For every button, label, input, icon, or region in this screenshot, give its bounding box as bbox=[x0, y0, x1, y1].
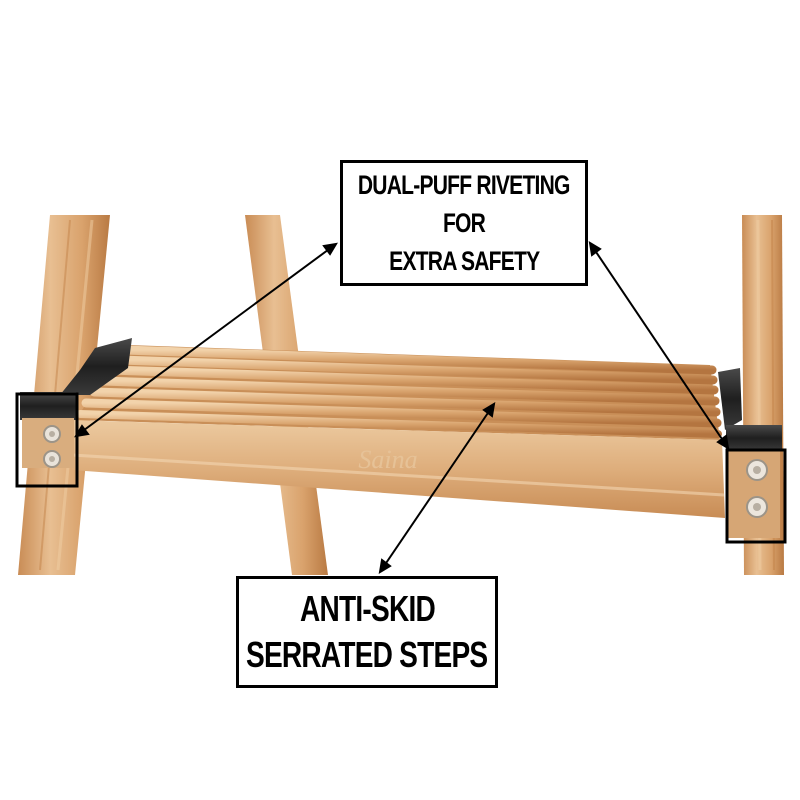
rivet-highlight-box-left bbox=[15, 392, 79, 488]
anti-skid-callout: ANTI-SKID SERRATED STEPS bbox=[236, 576, 498, 688]
rivet-right-top bbox=[746, 459, 768, 481]
rivet-highlight-box-right bbox=[725, 448, 787, 544]
rivet-right-bottom bbox=[746, 496, 768, 518]
arrow-to-left-rivet bbox=[74, 242, 338, 438]
arrow-to-step-surface bbox=[378, 402, 496, 574]
riveting-callout-line-3: EXTRA SAFETY bbox=[388, 246, 540, 276]
arrow-to-right-rivet bbox=[588, 241, 730, 450]
rivet-left-top bbox=[43, 425, 61, 443]
brand-mark: Saina bbox=[358, 445, 417, 474]
rivet-left-bottom bbox=[43, 450, 61, 468]
anti-skid-callout-line-1: ANTI-SKID bbox=[299, 588, 436, 629]
anti-skid-callout-line-2: SERRATED STEPS bbox=[246, 634, 488, 675]
riveting-callout: DUAL-PUFF RIVETING FOR EXTRA SAFETY bbox=[340, 160, 588, 286]
serrated-step-surface bbox=[0, 0, 722, 440]
riveting-callout-line-1: DUAL-PUFF RIVETING bbox=[358, 170, 571, 200]
riveting-callout-line-2: FOR bbox=[442, 208, 486, 238]
serration-ridge bbox=[0, 0, 1, 1]
step-front-face: Saina bbox=[70, 420, 725, 518]
